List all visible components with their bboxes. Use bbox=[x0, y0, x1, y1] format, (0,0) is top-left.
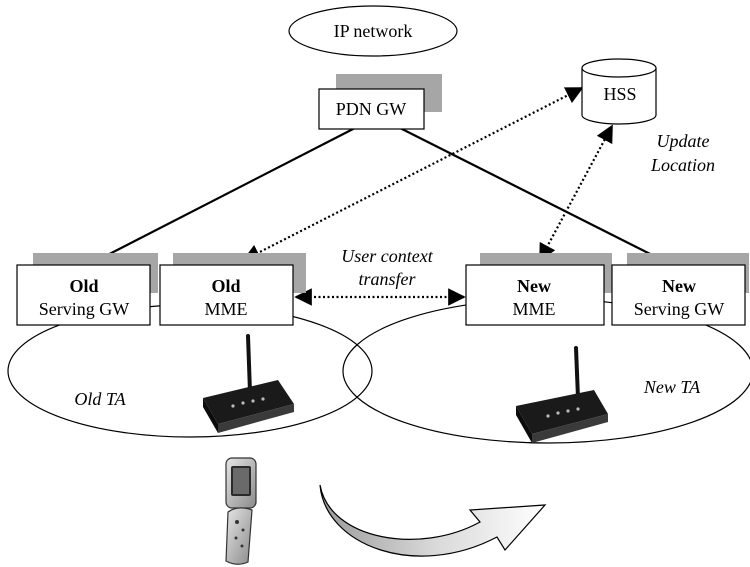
old-sgw-line1: Old bbox=[69, 276, 98, 296]
old-serving-gw-node: Old Serving GW bbox=[16, 253, 158, 326]
new-sgw-line2: Serving GW bbox=[634, 299, 724, 319]
old-mme-line1: Old bbox=[211, 276, 240, 296]
new-ta-label: New TA bbox=[643, 377, 701, 397]
new-enodeb-icon bbox=[516, 346, 608, 443]
ip-network-label: IP network bbox=[334, 21, 413, 41]
user-context-transfer-line1: User context bbox=[341, 246, 433, 266]
pdn-gw-node: PDN GW bbox=[318, 74, 442, 130]
update-location-line1: Update bbox=[657, 131, 710, 151]
new-mme-node: New MME bbox=[465, 253, 612, 326]
old-enodeb-icon bbox=[203, 334, 294, 433]
new-mme-line1: New bbox=[517, 276, 551, 296]
old-mme-node: Old MME bbox=[159, 253, 306, 326]
new-sgw-line1: New bbox=[662, 276, 696, 296]
new-mme-line2: MME bbox=[512, 299, 555, 319]
old-ta-label: Old TA bbox=[74, 389, 126, 409]
old-sgw-line2: Serving GW bbox=[39, 299, 129, 319]
link-pdn-old-sgw bbox=[87, 127, 356, 266]
new-serving-gw-node: New Serving GW bbox=[611, 253, 749, 326]
signal-old-mme-hss bbox=[242, 87, 584, 261]
user-context-transfer-line2: transfer bbox=[358, 269, 416, 289]
update-location-line2: Location bbox=[650, 155, 715, 175]
movement-arrow-icon bbox=[319, 484, 547, 557]
link-pdn-new-sgw bbox=[399, 127, 673, 266]
mobile-phone-icon bbox=[225, 457, 257, 565]
ip-network-node: IP network bbox=[288, 5, 458, 57]
hss-label: HSS bbox=[603, 84, 636, 104]
signal-new-mme-hss bbox=[539, 124, 613, 262]
hss-node: HSS bbox=[581, 58, 657, 125]
pdn-gw-label: PDN GW bbox=[336, 99, 407, 119]
old-mme-line2: MME bbox=[204, 299, 247, 319]
